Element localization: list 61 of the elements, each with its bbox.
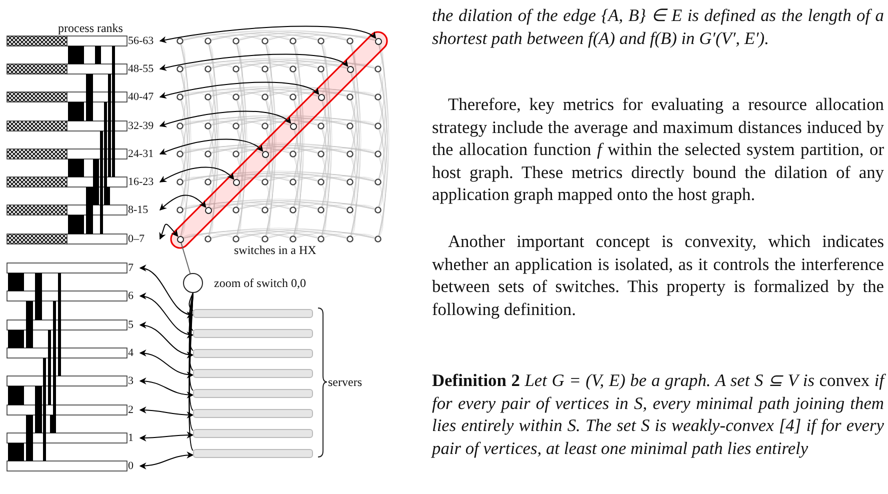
arrow — [139, 350, 194, 378]
switch-circle — [204, 206, 212, 214]
arrow — [139, 322, 194, 358]
rank-label: 48-55 — [128, 62, 158, 76]
grid-caption: switches in a HX — [234, 243, 316, 257]
axis-caption: process ranks — [58, 21, 123, 35]
switch-circle — [183, 273, 203, 293]
switch-circle — [176, 236, 184, 242]
rank-label: 40-47 — [128, 90, 158, 104]
switch-circle — [374, 38, 382, 44]
switch-circle — [232, 178, 240, 186]
switch-circle — [318, 94, 324, 100]
definition-paragraph: Definition 2 Let G = (V, E) be a graph. A set S ⊆ V is convex if for every pair of vertices in S, every minimal path joining them lies entirely within S. The set S is weakly-convex [4] if for every pair of vertices, at least one minimal path lies entirely — [432, 369, 884, 460]
connector-line — [180, 242, 191, 274]
connector-line — [188, 292, 194, 351]
paragraph: the dilation of the edge {A, B} ∈ E is defined as the length of a shortest path between f(A) and f(B) in G′(V′, E′). — [432, 4, 884, 50]
arrow — [159, 82, 320, 99]
arrow — [159, 224, 178, 240]
arrow — [159, 54, 348, 72]
rank-label: 5 — [128, 318, 138, 332]
server-bar — [193, 408, 313, 418]
node-caption: zoom of switch 0,0 — [214, 276, 306, 290]
server-bar — [193, 428, 313, 438]
server-bar — [193, 388, 313, 398]
server-bar — [193, 348, 313, 358]
server-bar — [193, 448, 313, 458]
arrow — [139, 378, 194, 398]
rank-label: 56-63 — [128, 34, 158, 48]
arrow — [159, 166, 234, 182]
rank-label: 4 — [128, 346, 138, 360]
paragraph: Therefore, key metrics for evaluating a resource allocation strategy include the average and maximum distances induced by the allocation function f within the selected system partition, or host graph. These metrics directly bound the dilation of any application graph mapped onto the host graph. — [432, 93, 884, 206]
rank-label: 24-31 — [128, 147, 158, 161]
rank-label: 3 — [128, 374, 138, 388]
switch-circle — [290, 122, 296, 130]
rank-label: 0–7 — [128, 232, 158, 246]
rank-label: 2 — [128, 403, 138, 417]
rank-label: 0 — [128, 459, 138, 473]
connector-line — [188, 292, 194, 311]
server-bar — [193, 308, 313, 318]
server-bar — [193, 328, 313, 338]
connector-line — [188, 292, 194, 331]
arrow — [139, 432, 194, 442]
arrow — [159, 138, 264, 155]
arrow — [139, 406, 194, 418]
rank-label: 16-23 — [128, 175, 158, 189]
arrow — [139, 452, 194, 470]
arrow — [159, 26, 376, 44]
rank-label: 1 — [128, 431, 138, 445]
arrow — [139, 293, 194, 338]
rank-label: 7 — [128, 261, 138, 275]
bracket-caption: servers — [328, 375, 362, 389]
arrow — [159, 110, 292, 128]
paragraph: Another important concept is convexity, which indicates whether an application is isolated, as it controls the interference between sets of switches. This property is formalized by the following definition. — [432, 230, 884, 320]
rank-label: 6 — [128, 289, 138, 303]
arrow — [139, 266, 194, 318]
server-bar — [193, 368, 313, 378]
switch-circle — [346, 66, 354, 72]
switch-circle — [262, 150, 268, 158]
rank-label: 32-39 — [128, 119, 158, 133]
rank-label: 8-15 — [128, 203, 158, 217]
arrow — [159, 194, 206, 210]
